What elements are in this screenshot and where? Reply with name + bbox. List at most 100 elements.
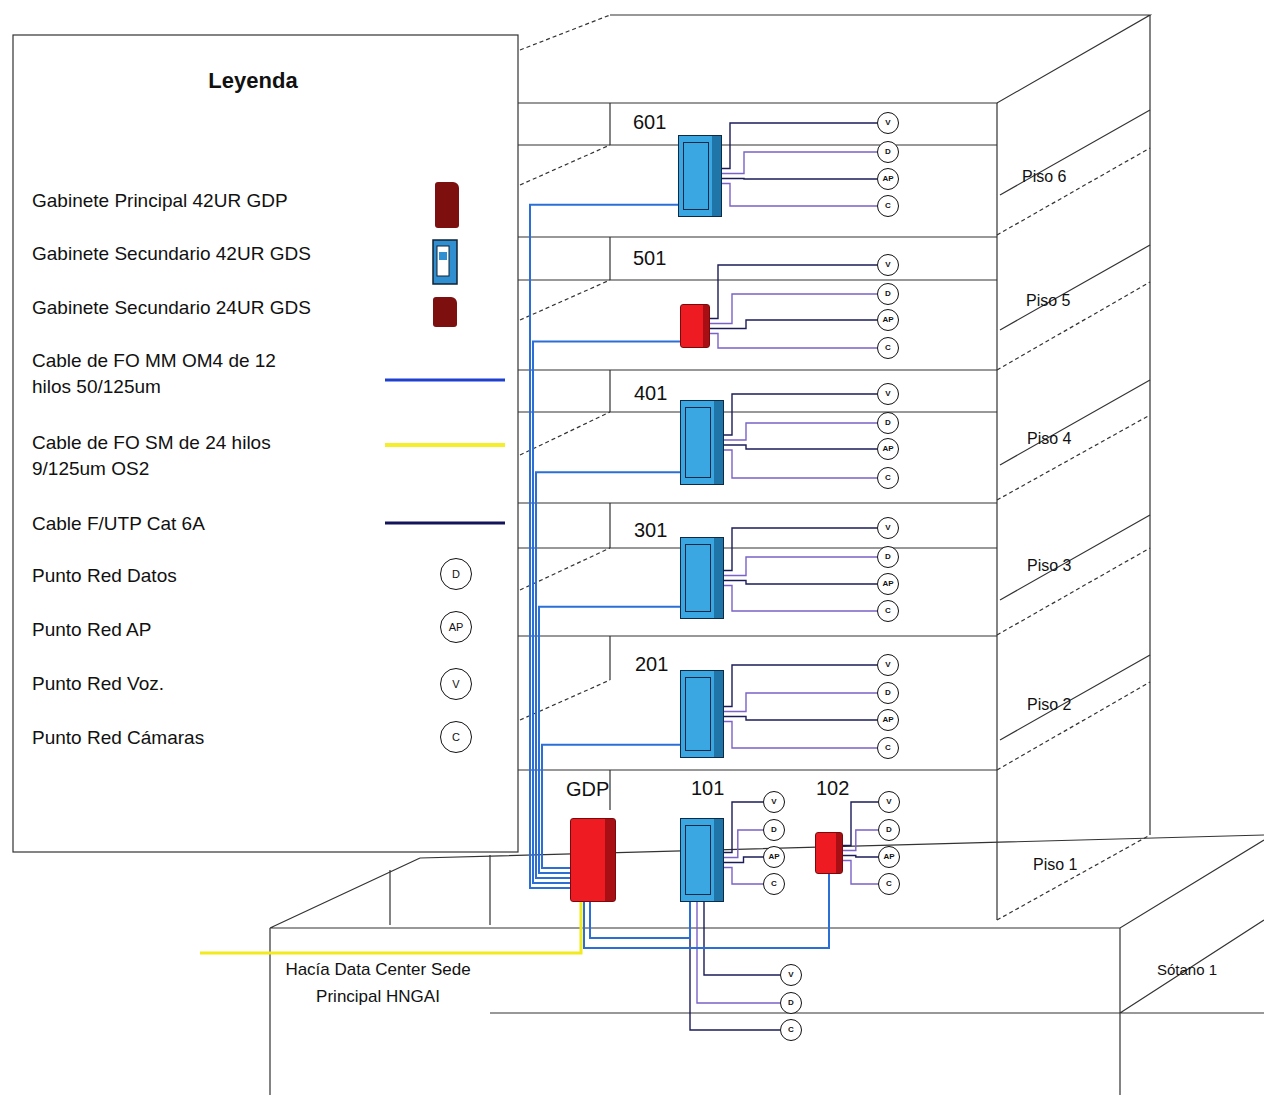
point-letter: C <box>885 202 891 210</box>
cabinet-label: 501 <box>633 247 666 270</box>
cabinet-label: 102 <box>816 777 849 800</box>
legend-line-sm <box>385 443 505 447</box>
legend-text: Punto Red AP <box>32 617 332 643</box>
point-letter: V <box>885 661 890 669</box>
legend-text: Punto Red Datos <box>32 563 332 589</box>
legend-title: Leyenda <box>208 68 297 94</box>
network-point: D <box>878 819 900 841</box>
utp-cable <box>710 294 877 324</box>
floor-label: Piso 6 <box>1022 168 1066 186</box>
legend-symbol: AP <box>440 611 472 643</box>
network-point: C <box>877 600 899 622</box>
point-letter: V <box>771 798 776 806</box>
cabinet-label: 601 <box>633 111 666 134</box>
point-letter: D <box>885 689 891 697</box>
network-point: C <box>877 337 899 359</box>
network-point: V <box>877 254 899 276</box>
legend-symbol-letter: AP <box>449 622 464 633</box>
legend-symbol: D <box>440 558 472 590</box>
cabinet-door <box>685 407 711 478</box>
legend-line-mm <box>385 379 505 382</box>
network-point: V <box>780 964 802 986</box>
network-point: V <box>877 112 899 134</box>
floor-label: Piso 2 <box>1027 696 1071 714</box>
utp-cable <box>724 722 877 749</box>
fiber-riser <box>530 205 678 888</box>
secondary-cabinet: 401 <box>680 400 724 485</box>
point-letter: C <box>885 607 891 615</box>
utp-cable <box>724 450 877 478</box>
cabinet-door <box>685 677 711 751</box>
legend-text: Cable de FO MM OM4 de 12 hilos 50/125um <box>32 348 317 400</box>
utp-cable <box>843 861 878 885</box>
network-point: C <box>877 737 899 759</box>
point-letter: V <box>886 798 891 806</box>
legend-text: Gabinete Secundario 42UR GDS <box>32 241 332 267</box>
point-letter: AP <box>882 716 893 724</box>
utp-cable <box>843 802 878 846</box>
legend-text: Cable F/UTP Cat 6A <box>32 511 332 537</box>
utp-cable <box>724 528 877 571</box>
point-letter: C <box>771 880 777 888</box>
legend-symbol-letter: C <box>452 732 460 743</box>
point-letter: D <box>885 290 891 298</box>
utp-cable <box>704 902 780 975</box>
point-letter: D <box>885 419 891 427</box>
utp-cable <box>724 802 763 853</box>
utp-cable <box>722 152 877 174</box>
utp-cable <box>724 394 877 435</box>
network-point: V <box>877 517 899 539</box>
point-letter: V <box>885 119 890 127</box>
point-letter: D <box>771 826 777 834</box>
legend-line-utp <box>385 522 505 525</box>
network-point: D <box>877 283 899 305</box>
point-letter: C <box>885 344 891 352</box>
utp-cable <box>722 184 877 207</box>
network-point: D <box>877 412 899 434</box>
cabinet-label: 101 <box>691 777 724 800</box>
legend-text: Cable de FO SM de 24 hilos 9/125um OS2 <box>32 430 317 482</box>
cabinet-label: 201 <box>635 653 668 676</box>
network-point: V <box>877 654 899 676</box>
utp-cable <box>722 178 877 180</box>
cabinet-door <box>683 142 709 210</box>
network-point: V <box>878 791 900 813</box>
point-letter: AP <box>882 316 893 324</box>
legend-panel <box>13 35 518 852</box>
legend-symbol: C <box>440 721 472 753</box>
network-point: AP <box>877 168 899 190</box>
utp-cable <box>724 445 877 449</box>
network-point: C <box>877 195 899 217</box>
utp-cable <box>724 581 877 585</box>
fiber-riser <box>533 341 680 883</box>
utp-cable <box>724 717 877 721</box>
floor-label: Piso 3 <box>1027 557 1071 575</box>
utp-cable <box>724 857 763 863</box>
red-cabinet: GDP <box>570 818 616 902</box>
network-point: AP <box>877 309 899 331</box>
point-letter: C <box>788 1026 794 1034</box>
legend-text: Punto Red Voz. <box>32 671 332 697</box>
point-letter: D <box>886 826 892 834</box>
point-letter: AP <box>882 580 893 588</box>
utp-cable <box>724 868 763 885</box>
utp-cable <box>724 423 877 440</box>
destination-note: Hacía Data Center Sede Principal HNGAI <box>278 956 478 1010</box>
cabinet-label: 401 <box>634 382 667 405</box>
network-point: AP <box>877 573 899 595</box>
fiber-sm-link <box>200 902 581 953</box>
utp-cable <box>722 123 877 169</box>
red-cabinet: 501 <box>680 304 710 348</box>
point-letter: AP <box>883 853 894 861</box>
floor-label: Piso 1 <box>1033 856 1077 874</box>
legend-symbol-letter: V <box>452 679 459 690</box>
point-letter: D <box>788 999 794 1007</box>
network-point: C <box>878 873 900 895</box>
utp-cable <box>724 830 763 858</box>
floor-label: Sótano 1 <box>1157 961 1217 978</box>
legend-swatch <box>433 297 457 327</box>
utp-cable <box>710 334 877 349</box>
legend-symbol-letter: D <box>452 569 460 580</box>
